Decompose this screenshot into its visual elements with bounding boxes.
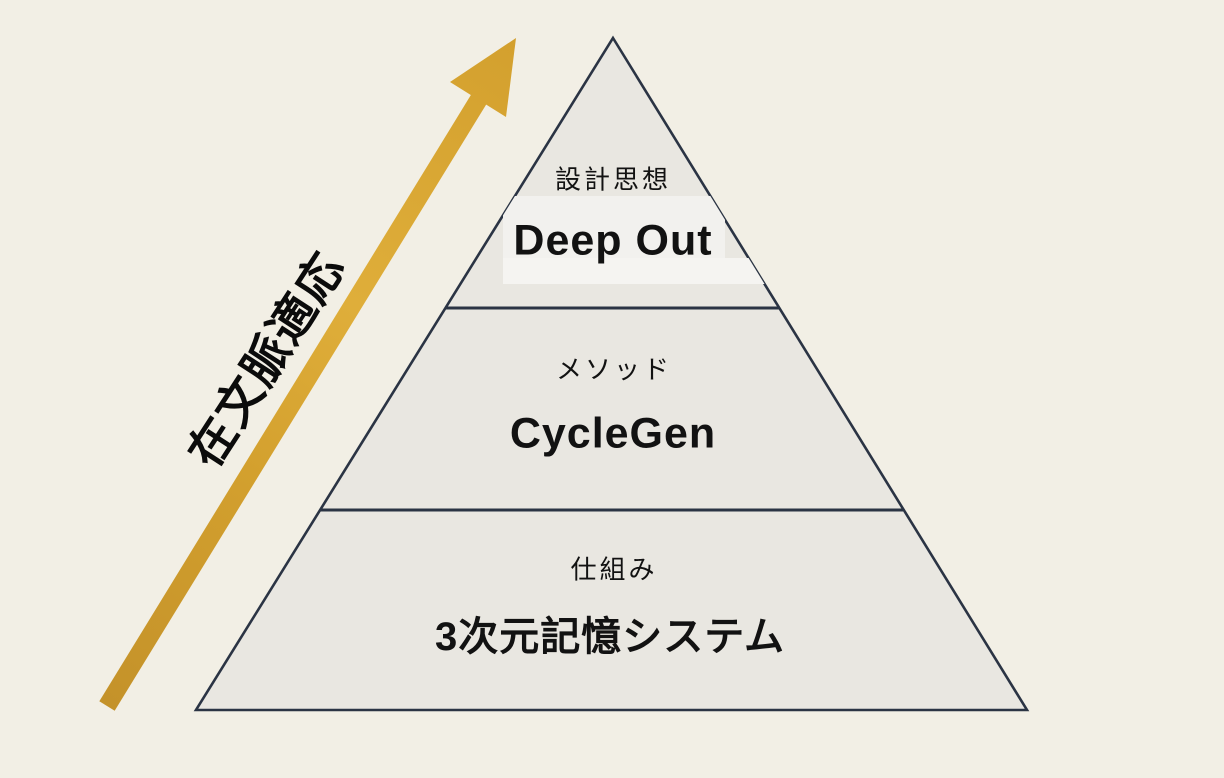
level-1-title: Deep Out	[513, 216, 713, 265]
arrow-shaft	[99, 94, 487, 711]
growth-arrow-icon	[99, 38, 516, 711]
pyramid-light-patches	[503, 196, 823, 284]
pyramid-shape	[193, 35, 1030, 712]
arrow-head	[450, 38, 516, 117]
level-3-title: 3次元記憶システム	[434, 615, 786, 659]
level-2-category-label: メソッド	[555, 354, 673, 385]
level-3-category-label: 仕組み	[570, 554, 658, 585]
level-2-title: CycleGen	[509, 409, 717, 458]
level-1-category-label: 設計思想	[554, 164, 672, 195]
